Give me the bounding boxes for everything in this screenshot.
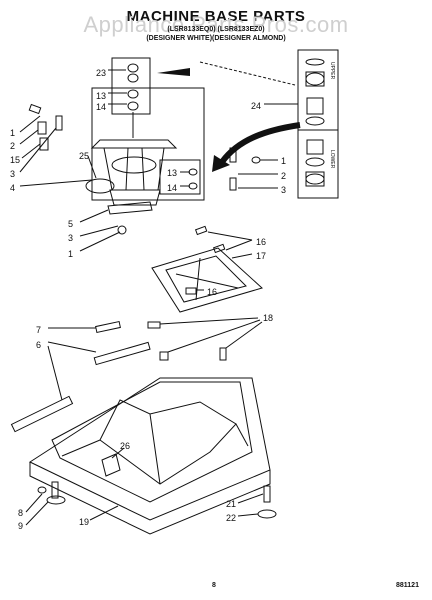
upper-label: UPPER <box>329 62 335 80</box>
callout-number: 9 <box>18 521 24 531</box>
callout-number: 5 <box>68 219 74 229</box>
clip-part <box>95 320 121 334</box>
upper-bearing <box>306 97 324 115</box>
page-number: 8 <box>212 582 216 589</box>
leveling-foot <box>46 495 66 505</box>
model-line: (LSR8133EQ0) (LSR8133EZ0) <box>167 26 265 33</box>
gearcase-assembly <box>90 87 205 206</box>
callout-number: 19 <box>79 517 90 527</box>
seal-part <box>127 89 139 99</box>
frame-part <box>151 247 263 313</box>
callout-number: 14 <box>167 183 178 193</box>
washer-part <box>127 101 139 111</box>
hub-group <box>111 57 151 138</box>
bearing-kit-group <box>297 49 339 199</box>
callout-number: 13 <box>167 168 178 178</box>
callout-number: 4 <box>10 183 16 193</box>
cap-part <box>127 73 139 83</box>
right-fasteners <box>180 147 278 191</box>
callout-number: 2 <box>10 141 16 151</box>
callout-number: 23 <box>96 68 107 78</box>
callout-number: 26 <box>120 441 131 451</box>
callout-number: 21 <box>226 499 237 509</box>
color-line: (DESIGNER WHITE)(DESIGNER ALMOND) <box>146 35 286 42</box>
leveling-foot <box>257 509 277 519</box>
callout-number: 3 <box>10 169 16 179</box>
callout-number: 14 <box>96 102 107 112</box>
callout-number: 1 <box>10 128 16 138</box>
rail-part <box>10 395 74 433</box>
callout-number: 6 <box>36 340 42 350</box>
callout-number: 3 <box>68 233 74 243</box>
callout-number: 25 <box>79 151 90 161</box>
rail-part <box>93 341 151 366</box>
ring-part <box>85 178 115 194</box>
document-code: 881121 <box>396 582 419 589</box>
callout-number: 1 <box>68 249 74 259</box>
hub-callout-box <box>111 57 151 115</box>
arrow-icon <box>157 68 190 76</box>
curved-arrow-icon <box>219 122 301 164</box>
lower-label: LOWER <box>329 150 335 169</box>
callout-number: 13 <box>96 91 107 101</box>
left-fasteners <box>19 103 93 187</box>
page-title: MACHINE BASE PARTS <box>126 8 306 25</box>
callout-number: 17 <box>256 251 267 261</box>
bracket-part <box>107 201 153 215</box>
callout-number: 3 <box>281 185 287 195</box>
callout-number: 16 <box>207 287 218 297</box>
callout-number: 2 <box>281 171 287 181</box>
callout-number: 7 <box>36 325 42 335</box>
gearcase-callout-box <box>159 159 201 195</box>
cap-part <box>127 63 139 73</box>
callout-number: 22 <box>226 513 237 523</box>
watermark: Appliance Parts Pros.com <box>83 12 349 37</box>
callout-number: 16 <box>256 237 267 247</box>
machine-base <box>28 377 271 535</box>
callout-number: 1 <box>281 156 287 166</box>
callout-number: 8 <box>18 508 24 518</box>
lower-bearing <box>306 139 324 155</box>
callout-number: 18 <box>263 313 274 323</box>
callout-number: 15 <box>10 155 21 165</box>
callout-number: 24 <box>251 101 262 111</box>
